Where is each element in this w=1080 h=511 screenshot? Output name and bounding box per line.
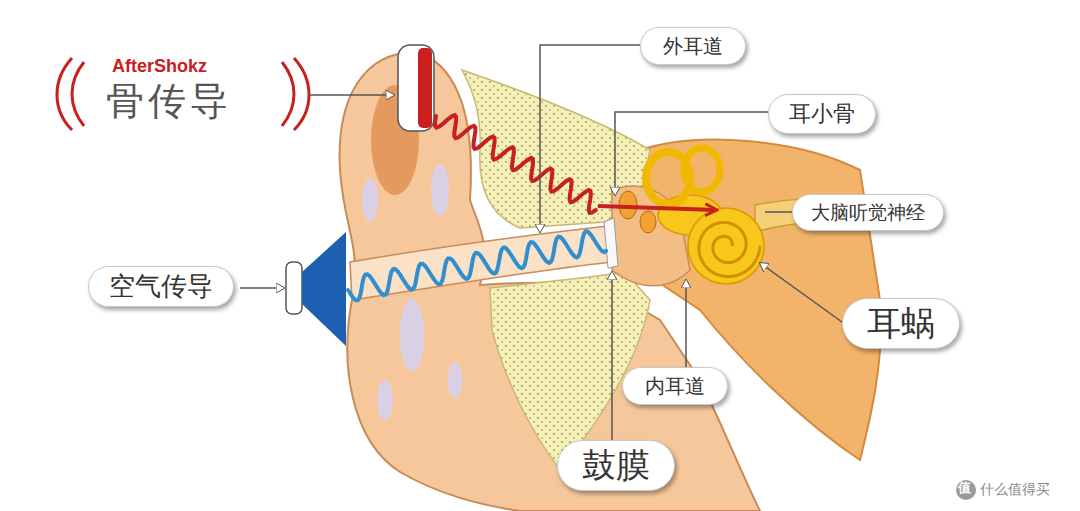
callout-pill: 内耳道: [622, 367, 728, 405]
cochlea: [688, 208, 764, 284]
callout-text: 内耳道: [645, 374, 705, 398]
bone-conduction-device: [398, 45, 434, 131]
fold: [431, 164, 449, 216]
leader-line: [615, 112, 768, 195]
bone-arrow: [598, 206, 716, 210]
fold: [362, 178, 378, 222]
fold: [448, 362, 462, 398]
fold: [377, 380, 393, 420]
callout-pill: 耳蜗: [842, 298, 960, 349]
callout-pill: 外耳道: [640, 27, 746, 65]
fold: [400, 299, 424, 371]
callout-text: 耳蜗: [867, 303, 935, 344]
transducer: [418, 48, 432, 128]
callout-text: 空气传导: [109, 271, 213, 302]
watermark: 什么值得买: [980, 481, 1050, 497]
leader-line: [540, 45, 640, 232]
speaker-mount: [286, 262, 302, 314]
leader-line: [308, 94, 394, 96]
bone-wave: [435, 115, 596, 213]
cochlea-spiral: [699, 222, 760, 276]
temporal-bone: [462, 70, 650, 228]
air-wave: [348, 231, 606, 300]
bracket: [294, 58, 309, 130]
speaker: [302, 232, 346, 346]
semicircular-canal: [684, 148, 720, 192]
callout-text: 大脑听觉神经: [811, 201, 925, 224]
bracket: [282, 62, 294, 126]
leader-line: [685, 280, 687, 367]
bracket: [57, 58, 72, 130]
leader-line: [765, 211, 792, 213]
leader-line: [611, 272, 613, 440]
title-label: 骨传导: [106, 80, 232, 124]
ossicle: [640, 211, 656, 233]
callout-pill: 耳小骨: [768, 94, 876, 134]
bracket: [72, 62, 84, 126]
callout-pill: 鼓膜: [557, 440, 675, 491]
watermark-icon-text: 值: [958, 481, 971, 496]
callout-pill: 大脑听觉神经: [792, 194, 944, 231]
callout-text: 耳小骨: [789, 101, 855, 127]
eardrum: [604, 218, 618, 268]
watermark-icon: [956, 480, 976, 500]
callout-pill: 空气传导: [88, 266, 234, 307]
leader-line: [240, 287, 284, 289]
callout-text: 外耳道: [663, 34, 723, 58]
leader-line: [760, 263, 842, 322]
callout-text: 鼓膜: [582, 445, 650, 486]
brand-name: AfterShokz: [112, 56, 207, 77]
